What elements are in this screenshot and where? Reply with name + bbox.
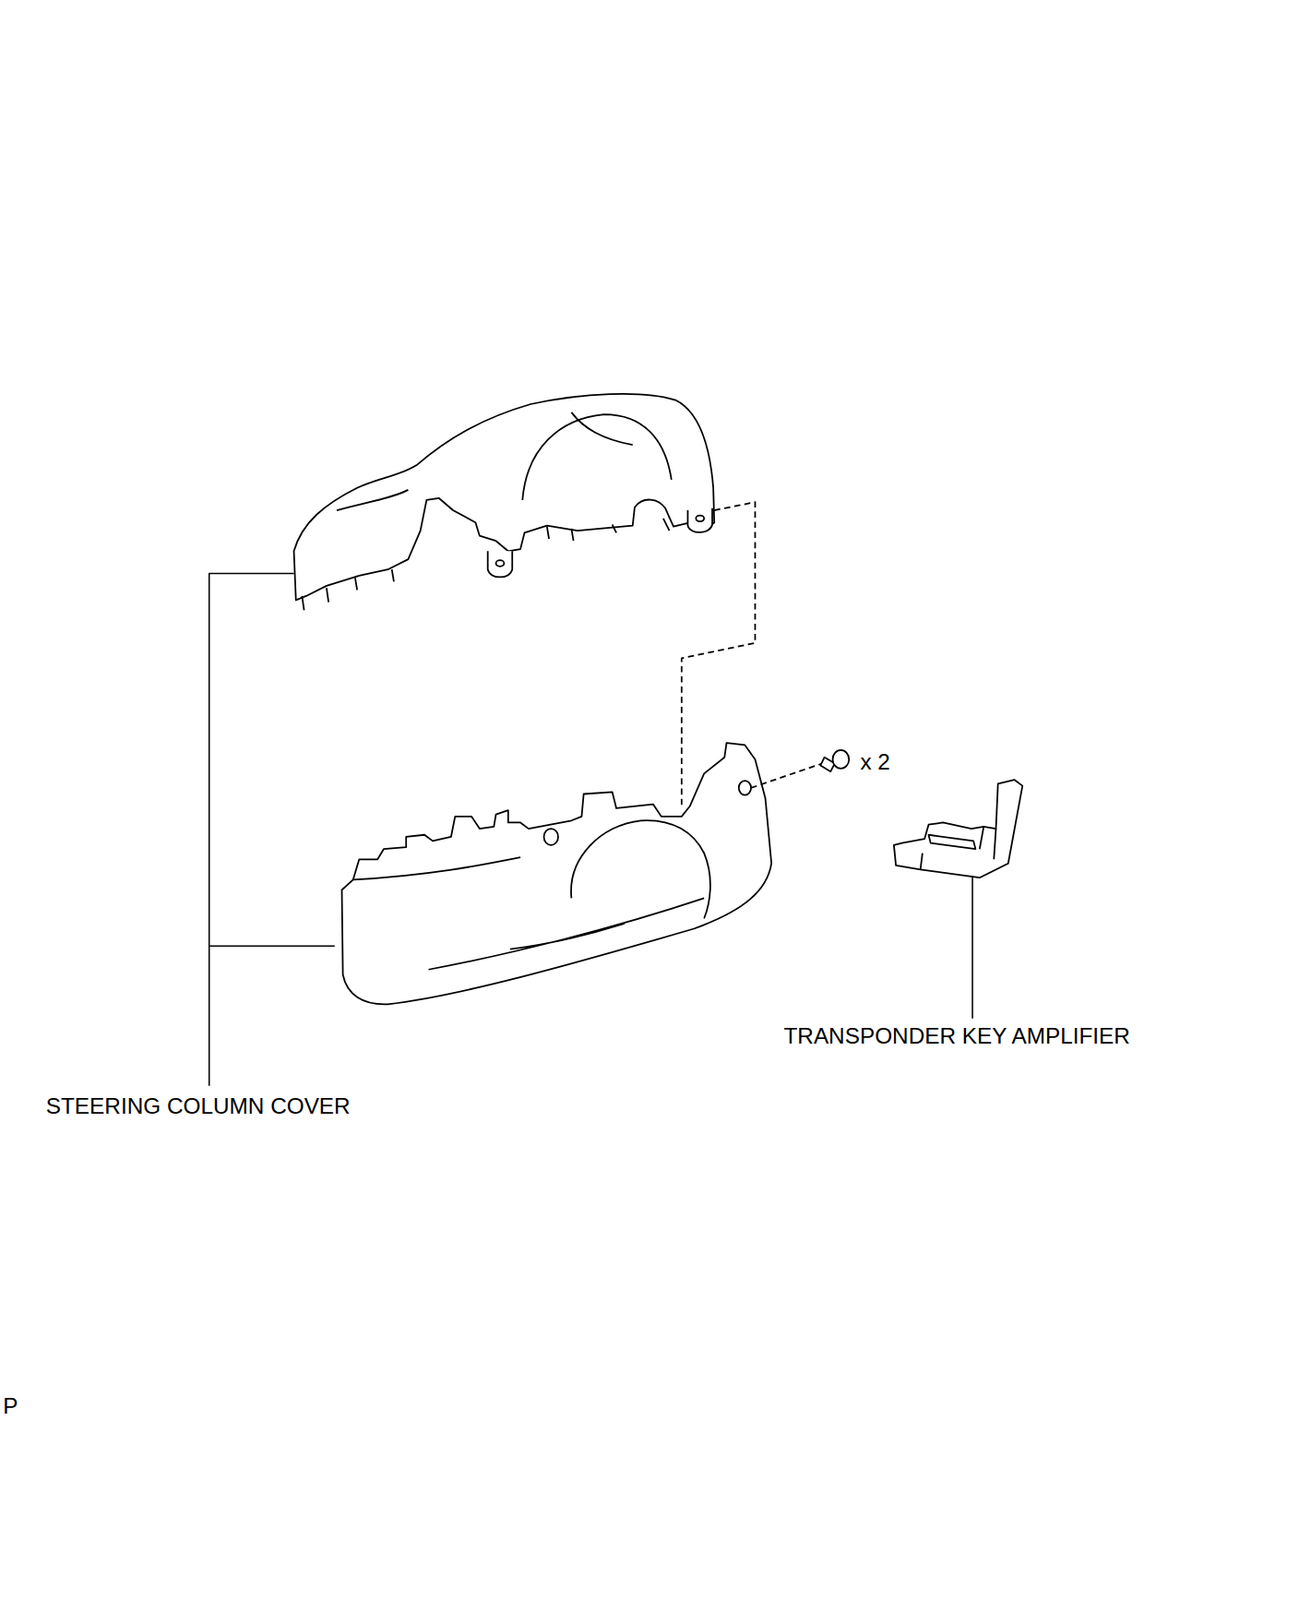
upper-cover-ridge: [336, 412, 633, 511]
alignment-line: [750, 762, 823, 788]
upper-cover-tab: [687, 508, 713, 533]
upper-cover-tab: [488, 550, 513, 577]
amplifier-detail: [920, 826, 997, 870]
lower-column-cover: [342, 742, 773, 1004]
part-name: STEERING COLUMN COVER: [46, 1094, 351, 1120]
quantity-label: x 2: [859, 750, 890, 775]
transponder-key-amplifier: [893, 779, 1023, 878]
screw-head: [833, 750, 850, 769]
alignment-line: [681, 501, 756, 809]
tab-hole: [496, 560, 505, 567]
part-name: TRANSPONDER KEY AMPLIFIER: [783, 1024, 1130, 1049]
tab-hole: [695, 515, 704, 523]
screw-hole: [544, 828, 559, 846]
leader-line: [209, 573, 335, 1086]
upper-column-cover: [294, 393, 716, 601]
lower-cover-arc: [571, 820, 711, 918]
leader-line: [971, 875, 974, 1019]
lower-cover-edge: [353, 857, 704, 970]
screw-hole: [738, 780, 751, 795]
upper-cover-arc: [522, 414, 671, 501]
cover-claw: [301, 518, 669, 611]
page-mark: P: [2, 1394, 18, 1419]
